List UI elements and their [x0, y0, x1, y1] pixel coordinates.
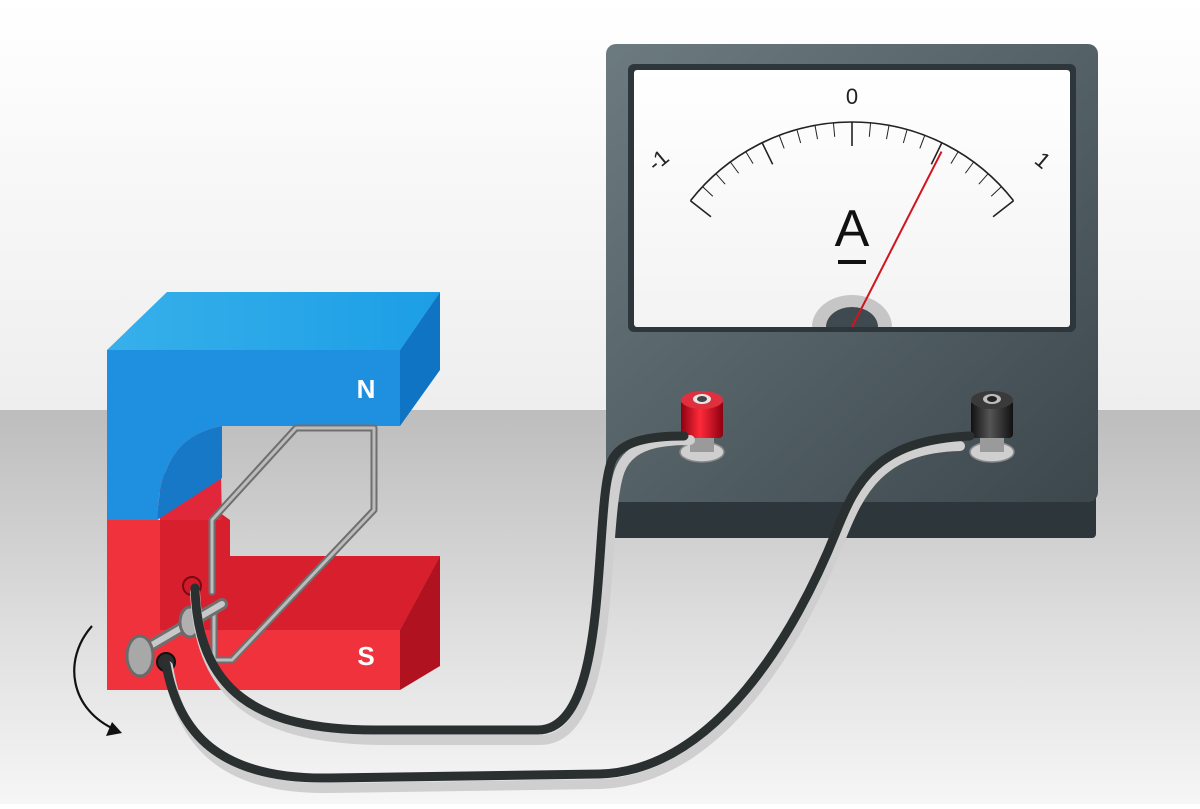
- magnet-north-top: [107, 292, 440, 350]
- slip-ring-front: [125, 634, 155, 678]
- scale-tick: [761, 142, 774, 165]
- needle-pivot: [826, 307, 878, 327]
- negative-terminal[interactable]: [969, 391, 1015, 463]
- scale-tick: [745, 151, 754, 164]
- scale-tick: [796, 129, 802, 144]
- positive-terminal[interactable]: [679, 391, 725, 463]
- curved-arrow-icon: [73, 625, 122, 736]
- north-pole-label: N: [357, 374, 376, 404]
- cables: [161, 431, 975, 794]
- wire-loop: [125, 424, 378, 678]
- scale-label-zero: 0: [846, 84, 858, 109]
- ammeter: -1 0 1 A: [606, 44, 1098, 538]
- scale-tick: [930, 142, 943, 165]
- cable-to-negative-terminal: [161, 431, 975, 783]
- horseshoe-magnet: N S: [107, 292, 440, 690]
- scale-tick: [919, 135, 926, 149]
- ammeter-unit-label: A: [835, 200, 870, 258]
- south-pole-label: S: [357, 641, 374, 671]
- magnet-north-inner: [157, 426, 222, 520]
- scale-tick: [902, 129, 908, 144]
- ammeter-needle: [851, 151, 943, 328]
- scale-tick: [814, 125, 819, 140]
- magnet-south-side: [400, 556, 440, 690]
- magnet-south-inner: [160, 470, 440, 630]
- scale-tick: [950, 151, 959, 164]
- scale-tick: [778, 135, 785, 149]
- scale-tick: [964, 161, 975, 174]
- ammeter-face: [634, 70, 1070, 327]
- magnet-north-face: [107, 350, 400, 520]
- scale-tick: [990, 186, 1002, 197]
- magnet-south-face: [107, 520, 400, 690]
- scale-tick: [702, 186, 714, 197]
- magnet-north-side: [400, 292, 440, 426]
- cable-to-positive-terminal: [190, 431, 689, 735]
- unit-underline: [838, 260, 866, 264]
- scale-tick: [978, 173, 989, 185]
- scale-tick: [832, 122, 836, 137]
- ammeter-scale: [689, 121, 1015, 218]
- scale-tick: [729, 161, 740, 174]
- scale-tick: [715, 173, 726, 185]
- scale-tick: [992, 200, 1015, 218]
- scale-tick: [885, 125, 890, 140]
- scale-tick: [868, 122, 872, 137]
- scale-tick: [689, 200, 712, 218]
